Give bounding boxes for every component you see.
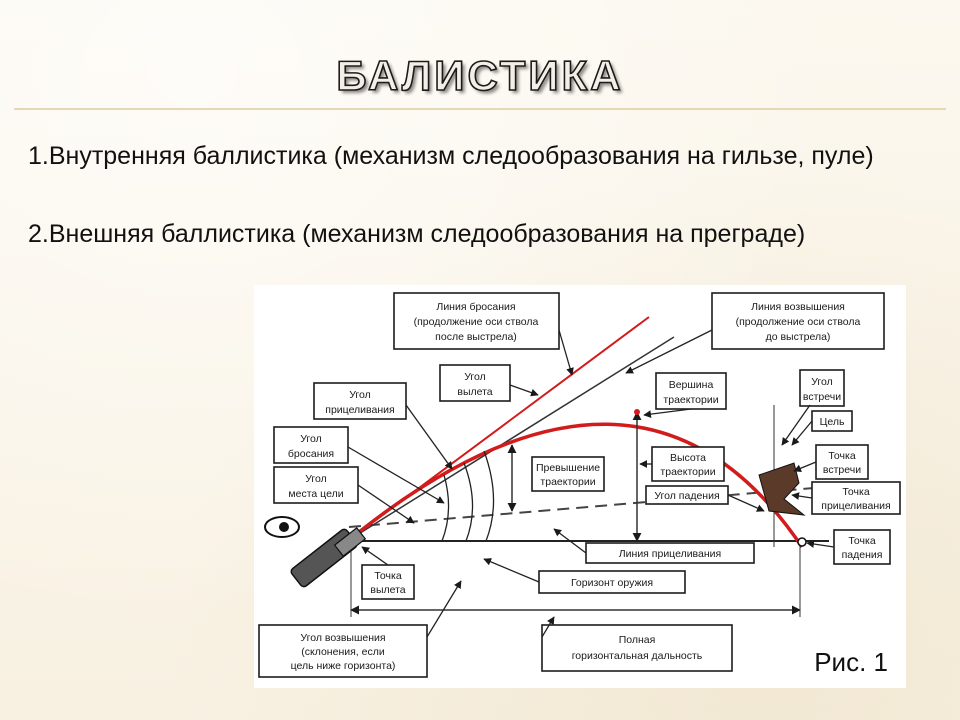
label-fall-angle: Угол падения [645,485,729,505]
svg-text:места цели: места цели [288,488,343,500]
list-item-external-ballistics: 2.Внешняя баллистика (механизм следообра… [28,220,806,248]
label-target-place-angle: Угол места цели [273,466,359,504]
title-divider [14,108,946,110]
svg-text:Высота: Высота [670,452,706,464]
svg-text:Точка: Точка [848,535,875,547]
svg-text:вылета: вылета [457,386,492,398]
label-throw-angle: Угол бросания [273,426,349,464]
svg-text:до выстрела): до выстрела) [766,331,831,343]
label-departure-angle: Угол вылета [439,364,511,402]
svg-text:Угол: Угол [464,371,486,383]
svg-text:Угол: Угол [300,433,322,445]
trajectory-curve [347,422,804,548]
label-aim-angle: Угол прицеливания [313,382,407,420]
angle-arc-1 [441,474,450,542]
svg-text:Угол: Угол [811,376,833,388]
svg-text:цель ниже горизонта): цель ниже горизонта) [291,660,396,672]
svg-text:встречи: встречи [823,464,861,476]
svg-text:(склонения, если: (склонения, если [301,646,385,658]
svg-text:Линия прицеливания: Линия прицеливания [619,548,721,560]
label-target: Цель [811,410,853,432]
svg-text:Угол возвышения: Угол возвышения [300,632,385,644]
svg-text:бросания: бросания [288,448,334,460]
svg-text:(продолжение оси ствола: (продолжение оси ствола [736,316,861,328]
label-range: Полная горизонтальная дальность [541,624,733,672]
svg-text:Угол: Угол [305,473,327,485]
label-elevation-line: Линия возвышения (продолжение оси ствола… [711,292,885,350]
angle-arc-2 [463,462,474,542]
ballistics-figure: Линия бросания (продолжение оси ствола п… [254,285,906,688]
svg-text:(продолжение оси ствола: (продолжение оси ствола [414,316,539,328]
svg-text:Точка: Точка [374,570,401,582]
label-throw-line: Линия бросания (продолжение оси ствола п… [393,292,560,350]
svg-text:вылета: вылета [370,584,405,596]
fall-point-marker [797,537,807,547]
label-height: Высота траектории [651,446,725,482]
target-icon [758,462,806,516]
label-meet-angle: Угол встречи [799,369,845,407]
svg-text:прицеливания: прицеливания [821,500,890,512]
label-aim-point: Точка прицеливания [811,481,901,515]
svg-text:Точка: Точка [842,486,869,498]
svg-text:горизонтальная дальность: горизонтальная дальность [572,650,703,662]
label-elevation-angle: Угол возвышения (склонения, если цель ни… [258,624,428,678]
svg-text:траектории: траектории [540,476,595,488]
svg-text:Превышение: Превышение [536,462,600,474]
svg-text:Угол: Угол [349,389,371,401]
svg-text:траектории: траектории [660,466,715,478]
elevation-line [348,336,675,541]
label-exceed: Превышение траектории [531,456,605,492]
svg-text:падения: падения [842,549,883,561]
svg-text:Полная: Полная [619,634,656,646]
label-meet-point: Точка встречи [815,444,869,480]
svg-text:Цель: Цель [820,416,845,428]
list-item-internal-ballistics: 1.Внутренняя баллистика (механизм следоо… [28,142,874,170]
svg-text:Горизонт оружия: Горизонт оружия [571,577,653,589]
svg-text:Линия бросания: Линия бросания [436,301,515,313]
svg-text:встречи: встречи [803,391,841,403]
aim-line [348,487,815,528]
figure-caption: Рис. 1 [814,647,888,677]
eye-icon [264,516,300,538]
svg-text:прицеливания: прицеливания [325,404,394,416]
leader-arrows [347,329,835,638]
label-aim-line: Линия прицеливания [585,542,755,564]
label-fall-point: Точка падения [833,529,891,565]
svg-text:траектории: траектории [663,394,718,406]
angle-arc-3 [483,450,495,542]
apex-point-marker [634,409,640,415]
label-weapon-horizon: Горизонт оружия [538,570,686,594]
ballistics-diagram: Линия бросания (продолжение оси ствола п… [258,292,901,678]
svg-text:Угол падения: Угол падения [654,490,719,502]
label-apex: Вершина траектории [655,372,727,410]
svg-text:Вершина: Вершина [669,379,714,391]
svg-text:Линия возвышения: Линия возвышения [751,301,845,313]
rifle-icon [290,527,367,588]
svg-text:Точка: Точка [828,450,855,462]
slide-title: БАЛИСТИКА [336,51,624,100]
label-departure-point: Точка вылета [361,564,415,600]
svg-text:после выстрела): после выстрела) [435,331,517,343]
